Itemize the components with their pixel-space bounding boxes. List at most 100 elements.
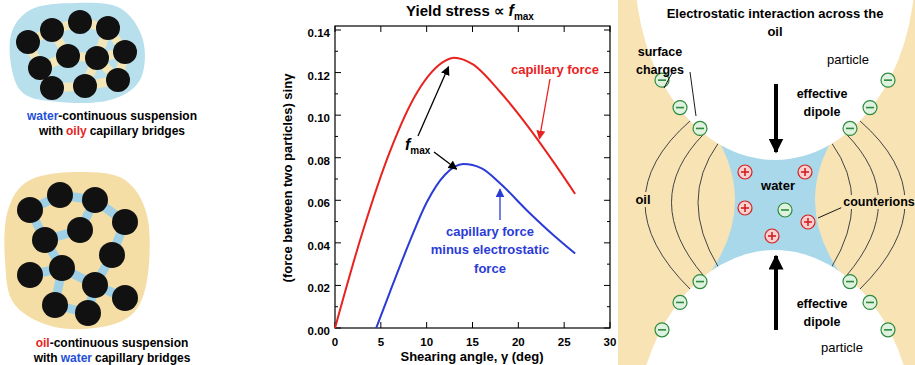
axis-tick [335, 72, 341, 73]
negative-charge [693, 275, 707, 289]
negative-charge [693, 121, 707, 135]
water-suspension [10, 3, 145, 103]
label: capillary bridges [90, 124, 185, 138]
particle [96, 16, 120, 40]
label: capillary force [511, 62, 599, 77]
charge-sign [846, 128, 854, 130]
label: 0.14 [308, 27, 330, 39]
label: oil [36, 336, 50, 350]
text-line: 0.08 [308, 151, 330, 169]
axis-tick [604, 285, 610, 286]
label: capillary force minus electrostatic forc… [431, 224, 550, 276]
negative-charge [863, 295, 877, 309]
charge-sign [866, 107, 874, 109]
label: 0.00 [308, 325, 330, 337]
charge-circle [843, 275, 857, 289]
label: f [405, 136, 410, 153]
axis-tick [607, 179, 610, 180]
axis-tick [335, 221, 338, 222]
text-line: water [761, 176, 795, 194]
label: 0.06 [308, 197, 330, 209]
text-line: effective dipole [787, 84, 857, 121]
label: Shearing angle, γ (deg) [400, 349, 543, 364]
axis-tick [335, 285, 341, 286]
particle [85, 46, 109, 70]
label: surface charges [636, 45, 684, 77]
charge-sign [771, 232, 773, 240]
label: with [34, 351, 58, 365]
label: max [514, 11, 534, 22]
text-line: fmax [405, 136, 430, 154]
axis-tick [335, 93, 338, 94]
axis-tick [604, 328, 610, 329]
text-line: 0.14 [308, 23, 330, 41]
axis-tick [335, 26, 336, 32]
particle [47, 182, 73, 208]
label: 0.02 [308, 282, 330, 294]
positive-charge [798, 165, 812, 179]
leader-line [690, 72, 696, 116]
charge-circle [843, 121, 857, 135]
text-line: 0.12 [308, 66, 330, 84]
leader-arrow [418, 67, 449, 136]
charge-sign [866, 302, 874, 304]
text-line: 25 [558, 332, 571, 350]
charge-circle [863, 295, 877, 309]
text-line: counterions [841, 192, 915, 210]
axis-tick [335, 51, 338, 52]
particle [32, 227, 58, 253]
axis-tick [426, 26, 427, 32]
label: Electrostatic interaction across the oil [667, 6, 884, 39]
axis-tick [518, 26, 519, 32]
particle [82, 272, 108, 298]
charge-circle [693, 121, 707, 135]
axis-tick [335, 179, 338, 180]
text-line: 30 [604, 332, 617, 350]
particle [42, 292, 68, 318]
axis-tick [604, 157, 610, 158]
axis-tick [564, 322, 565, 328]
axis-tick [335, 200, 341, 201]
plot-frame [335, 26, 610, 328]
axis-tick [335, 157, 341, 158]
charge-circle [798, 165, 812, 179]
text-line: Electrostatic interaction across the oil [660, 4, 890, 41]
axis-tick [335, 136, 338, 137]
charge-circle [655, 323, 669, 337]
axis-tick [604, 115, 610, 116]
text-line: Yield stress ∝fmax [406, 2, 534, 20]
axis-tick [380, 26, 381, 32]
text-line: water-continuous suspension [27, 106, 197, 124]
label: 0.10 [308, 112, 330, 124]
text-line: oil-continuous suspension [36, 333, 189, 351]
particle [56, 44, 80, 68]
axis-tick [610, 26, 611, 32]
label: 0.12 [308, 70, 330, 82]
axis-tick [604, 30, 610, 31]
charge-sign [676, 302, 684, 304]
label: 0 [332, 336, 338, 348]
negative-charge [655, 323, 669, 337]
label: (force between two particles) sinγ [280, 74, 295, 283]
charge-circle [881, 323, 895, 337]
particle [82, 187, 108, 213]
charge-sign [658, 329, 666, 331]
charge-sign [804, 168, 806, 176]
axis-tick [604, 72, 610, 73]
label: 0.04 [308, 240, 330, 252]
charge-circle [673, 295, 687, 309]
charge-sign [781, 209, 789, 211]
leader-arrow [499, 189, 500, 220]
label: 20 [512, 336, 525, 348]
axis-tick [604, 242, 610, 243]
suspension-blob [4, 172, 149, 329]
charge-circle [673, 101, 687, 115]
label: oily [66, 124, 87, 138]
label: oil [633, 192, 652, 207]
axis-tick [335, 115, 341, 116]
particle [75, 300, 101, 326]
label: f [509, 2, 514, 19]
axis-tick [607, 221, 610, 222]
axis-tick [518, 322, 519, 328]
axis-tick [426, 322, 427, 328]
